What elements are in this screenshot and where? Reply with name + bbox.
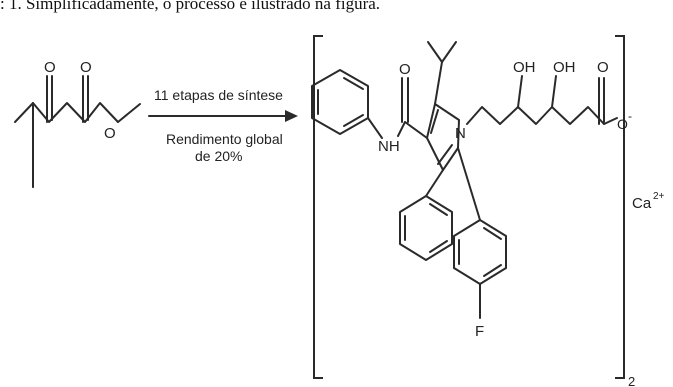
reactant-ester-oxygen: O [104,125,116,142]
hydroxyl-label-2: OH [553,59,576,76]
nh-to-carbonyl-bond [397,121,406,137]
carboxylate-charge: - [628,109,632,123]
calcium-ion: Ca [632,195,652,212]
c4-phenyl-ring [399,195,453,261]
carboxylate-oxygen: O [617,116,628,132]
heptanoate-chain [466,106,605,125]
anilide-ring-inner-bond [343,77,364,90]
caption-text: : 1. Simplificadamente, o processo é ilu… [0,0,381,13]
carbonyl-to-pyrrole-bond [404,121,428,139]
reactant-methoxy-bond [117,103,141,123]
isopropyl-branches [427,41,457,63]
fluorophenyl-inner-bond [483,264,502,277]
fluorophenyl-inner-bond [483,227,502,240]
reactant-skeleton [14,102,119,123]
arrow-head [285,110,298,122]
arrow-label-top: 11 etapas de síntese [154,87,283,103]
carboxyl-oxygen: O [597,59,609,76]
phenyl-to-nh-bond [367,117,383,139]
pyrrole-nitrogen: N [455,125,466,142]
pyrrole-inner-bond [437,144,453,165]
pyrrole-inner-bond [430,109,439,134]
reactant-keto-oxygen: O [44,59,56,76]
bracket-right [615,35,625,379]
anilide-ring-inner-bond [343,114,364,127]
arrow-label-bottom-1: Rendimento global [166,131,283,147]
arrow-label-bottom-2: de 20% [195,148,242,164]
reactant-molecule: O O O [14,59,141,188]
amide-nh: NH [378,138,400,155]
bracket-left [313,35,323,379]
pyrrole-to-fluorophenyl-bond [457,147,481,221]
anilide-phenyl-ring [311,69,369,135]
isopropyl-bond [434,61,443,105]
reaction-arrow: 11 etapas de síntese Rendimento global d… [148,87,298,164]
product-molecule: O NH N OH OH O O - [311,35,665,387]
reactant-ester-carbonyl-oxygen: O [80,59,92,76]
c4-phenyl-inner-bond [429,203,448,216]
fluorine-atom: F [475,323,484,340]
carboxylate-single-bond [603,117,618,125]
c4-phenyl-inner-bond [429,240,448,253]
fluorophenyl-ring [453,219,507,285]
calcium-charge: 2+ [653,191,665,202]
hydroxyl-bond-2 [551,75,557,108]
pyrrole-ring [426,103,460,171]
amide-oxygen: O [399,61,411,78]
hydroxyl-bond-1 [517,75,523,108]
pyrrole-to-phenyl-bond [425,169,444,197]
hydroxyl-label-1: OH [513,59,536,76]
bracket-subscript: 2 [628,374,635,387]
